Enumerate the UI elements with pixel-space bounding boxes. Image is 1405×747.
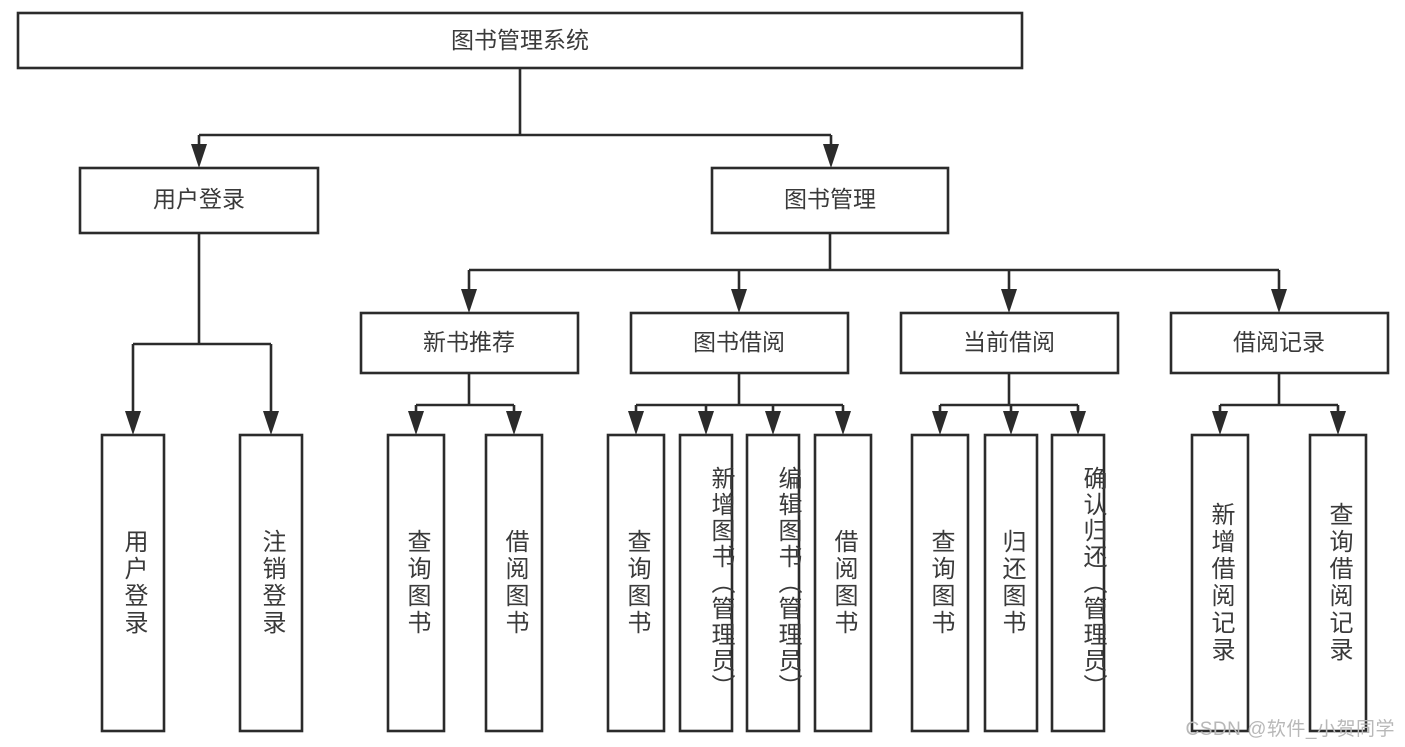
watermark-text: CSDN @软件_小贺同学 bbox=[1185, 719, 1395, 740]
connector-group-book-borrow bbox=[628, 373, 851, 435]
node-current-borrow[interactable]: 当前借阅 bbox=[899, 311, 1120, 375]
node-root-system[interactable]: 图书管理系统 bbox=[16, 11, 1024, 70]
leaf-box-query-book-rec[interactable] bbox=[386, 433, 446, 733]
node-book-management-box[interactable] bbox=[710, 166, 950, 235]
connector-group-new-book-recommend bbox=[408, 373, 522, 435]
connector-group-user-login bbox=[125, 233, 279, 435]
leaf-box-borrow-book[interactable] bbox=[813, 433, 873, 733]
node-book-management-label: 图书管理 bbox=[784, 186, 876, 212]
leaf-box-query-book-borrow[interactable] bbox=[606, 433, 666, 733]
connector-group-book-management bbox=[461, 233, 1287, 313]
leaf-box-return-book[interactable] bbox=[983, 433, 1039, 733]
node-current-borrow-box[interactable] bbox=[899, 311, 1120, 375]
node-book-borrow-box[interactable] bbox=[629, 311, 850, 375]
leaf-box-query-borrow-record[interactable] bbox=[1308, 433, 1368, 733]
leaf-box-user-login[interactable] bbox=[100, 433, 166, 733]
leaf-box-add-book-admin[interactable] bbox=[678, 433, 734, 733]
connector-group-root bbox=[191, 68, 839, 168]
leaf-box-confirm-return-admin[interactable] bbox=[1050, 433, 1106, 733]
node-new-book-recommend[interactable]: 新书推荐 bbox=[359, 311, 580, 375]
connector-group-current-borrow bbox=[932, 373, 1086, 435]
leaf-box-edit-book-admin[interactable] bbox=[745, 433, 801, 733]
node-new-book-recommend-box[interactable] bbox=[359, 311, 580, 375]
leaf-box-logout-login[interactable] bbox=[238, 433, 304, 733]
node-book-management[interactable]: 图书管理 bbox=[710, 166, 950, 235]
node-root-box[interactable] bbox=[16, 11, 1024, 70]
node-book-borrow[interactable]: 图书借阅 bbox=[629, 311, 850, 375]
node-root-label: 图书管理系统 bbox=[451, 27, 589, 53]
node-borrow-record[interactable]: 借阅记录 bbox=[1169, 311, 1390, 375]
node-borrow-record-box[interactable] bbox=[1169, 311, 1390, 375]
node-user-login[interactable]: 用户登录 bbox=[78, 166, 320, 235]
leaf-box-add-borrow-record[interactable] bbox=[1190, 433, 1250, 733]
node-book-borrow-label: 图书借阅 bbox=[693, 329, 785, 355]
leaf-box-borrow-book-rec[interactable] bbox=[484, 433, 544, 733]
leaf-box-query-book-current[interactable] bbox=[910, 433, 970, 733]
connector-group-borrow-record bbox=[1212, 373, 1346, 435]
node-borrow-record-label: 借阅记录 bbox=[1233, 329, 1325, 355]
node-current-borrow-label: 当前借阅 bbox=[963, 329, 1055, 355]
node-user-login-box[interactable] bbox=[78, 166, 320, 235]
node-new-book-recommend-label: 新书推荐 bbox=[423, 329, 515, 355]
node-user-login-label: 用户登录 bbox=[153, 186, 245, 212]
